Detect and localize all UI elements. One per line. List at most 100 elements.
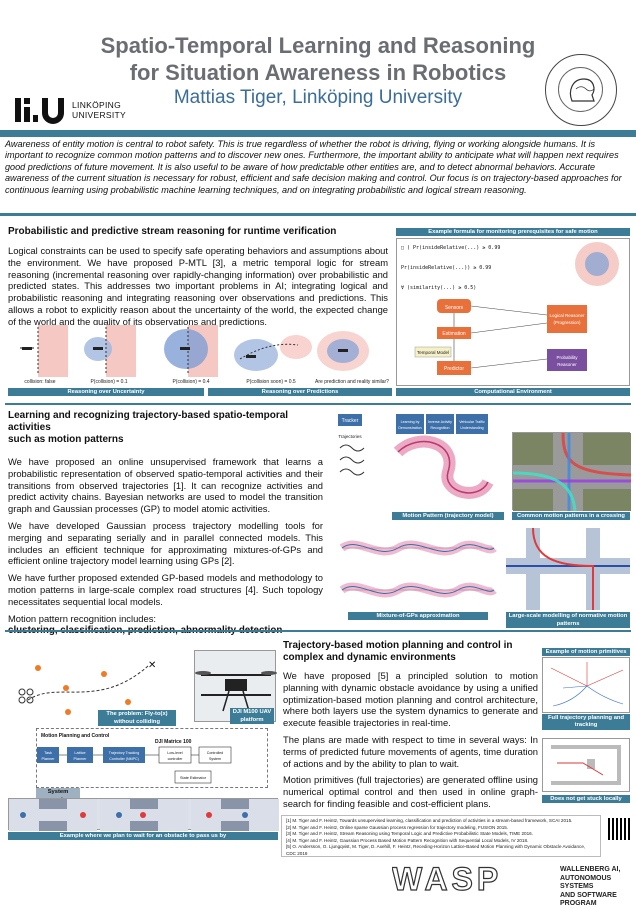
caption-not-stuck: Does not get stuck locally (542, 795, 630, 803)
section2-paragraph-3: We have further proposed extended GP-bas… (8, 572, 323, 607)
section2-paragraph-1: We have proposed an online unsupervised … (8, 456, 323, 515)
svg-text:Probability: Probability (556, 355, 578, 360)
formula-and-computational-figure: □ ( Pr(insideRelative(...) ≥ 0.99 Pr(ins… (396, 238, 630, 386)
section3-paragraph-2: The plans are made with respect to time … (283, 733, 538, 769)
seal-head-icon (569, 78, 595, 102)
svg-text:Demonstration: Demonstration (398, 426, 421, 430)
section-motion-patterns: Learning and recognizing trajectory-base… (8, 410, 323, 643)
section3-title: Trajectory-based motion planning and con… (283, 640, 513, 663)
svg-text:Trajectory Tracking: Trajectory Tracking (109, 751, 139, 755)
svg-text:Low-level: Low-level (167, 751, 182, 755)
svg-text:Learning by: Learning by (401, 420, 420, 424)
label-prediction-reality: Are prediction and reality similar? (315, 379, 389, 385)
svg-text:Controller (NMPC): Controller (NMPC) (109, 757, 139, 761)
title-line-1: Spatio-Temporal Learning and Reasoning (100, 33, 536, 58)
section2-title: Learning and recognizing trajectory-base… (8, 410, 289, 445)
svg-text:Inverse Activity: Inverse Activity (428, 420, 452, 424)
svg-text:Temporal Model: Temporal Model (417, 350, 449, 355)
drone-icon (338, 349, 348, 352)
wasp-program-name: WALLENBERG AI, AUTONOMOUS SYSTEMS AND SO… (560, 866, 621, 907)
svg-text:controller: controller (168, 757, 184, 761)
svg-text:∀ (similarity(...) ≥ 0.5): ∀ (similarity(...) ≥ 0.5) (401, 285, 476, 291)
svg-text:Task: Task (44, 751, 52, 755)
label-p-collision-04: P(collision) = 0.4 (172, 379, 210, 385)
svg-text:Sensors: Sensors (445, 305, 464, 311)
reference-4: [4] M. Tiger and F. Heintz, Gaussian Pro… (286, 837, 529, 843)
title-line-2: for Situation Awareness in Robotics (129, 60, 507, 85)
drone-icon (246, 355, 256, 358)
drone-icon (18, 688, 34, 704)
motion-primitives-figure (542, 657, 630, 713)
motion-pattern-figure: Tracker Trajectories Learning by Demonst… (338, 412, 508, 512)
svg-text:Pr(insideRelative(...)) ≥ 0.99: Pr(insideRelative(...)) ≥ 0.99 (401, 265, 491, 271)
large-scale-road-figure (506, 527, 630, 610)
svg-text:Trajectories: Trajectories (338, 434, 362, 439)
caption-problem: The problem: Fly-to(x) without colliding (98, 710, 176, 726)
svg-text:Motion Planning and Control: Motion Planning and Control (41, 733, 110, 739)
intro-divider-bar (0, 213, 636, 216)
svg-text:(Progression): (Progression) (553, 320, 581, 325)
wasp-logo: WASP (392, 862, 502, 894)
liu-logo-mark (14, 96, 68, 130)
caption-full-trajectory: Full trajectory planning and tracking St… (542, 714, 630, 735)
mixture-gp-figure (338, 524, 498, 612)
section2-paragraph-2: We have developed Gaussian process traje… (8, 519, 323, 567)
liu-logo-text: LINKÖPING UNIVERSITY (72, 100, 127, 120)
svg-text:Predictor: Predictor (444, 366, 464, 372)
caption-large-scale: Large-scale modelling of normative motio… (506, 612, 630, 628)
svg-text:Tracker: Tracker (342, 418, 359, 424)
section2-body: We have proposed an online unsupervised … (8, 456, 323, 637)
caption-motion-primitives: Example of motion primitives (542, 648, 630, 656)
label-collision-false: collision: false (24, 379, 56, 385)
svg-text:WASP: WASP (392, 862, 502, 894)
reference-3: [3] M. Tiger and F. Heintz, Stream Reaso… (286, 831, 533, 837)
node-sensors (437, 299, 471, 313)
svg-text:Lattice: Lattice (74, 751, 85, 755)
label-p-collision-soon: P(collision soon) = 0.5 (246, 379, 296, 385)
section3-paragraph-1: We have proposed [5] a principled soluti… (283, 670, 538, 729)
caption-computational-environment: Computational Environment (396, 388, 630, 396)
crossing-image (512, 432, 632, 512)
caption-reasoning-predictions: Reasoning over Predictions (208, 388, 392, 396)
university-seal (545, 54, 617, 126)
svg-text:Understanding: Understanding (460, 426, 483, 430)
svg-text:Recognition: Recognition (431, 426, 450, 430)
section3-paragraph-3: Motion primitives (full trajectories) ar… (283, 774, 538, 809)
poster-title: Spatio-Temporal Learning and Reasoning f… (40, 32, 596, 86)
reference-5: [5] O. Andersson, O. Ljungqvist, M. Tige… (286, 844, 586, 856)
svg-text:□ ( Pr(insideRelative(...) ≥ 0: □ ( Pr(insideRelative(...) ≥ 0.99 (401, 245, 500, 251)
caption-mixture-gps: Mixture-of-GPs approximation (348, 612, 488, 620)
svg-text:State Estimator: State Estimator (180, 776, 207, 780)
section1-divider (5, 403, 631, 405)
reference-1: [1] M. Tiger and F. Heintz, Towards unsu… (286, 818, 573, 823)
caption-reasoning-uncertainty: Reasoning over Uncertainty (8, 388, 204, 396)
drone-icon (93, 347, 103, 350)
goal-cross-icon: ✕ (148, 660, 156, 671)
caption-motion-pattern: Motion Pattern (trajectory model) (392, 512, 504, 520)
drone-icon (180, 347, 190, 350)
svg-text:Estimation: Estimation (442, 331, 466, 337)
section-motion-planning: Trajectory-based motion planning and con… (283, 640, 538, 815)
qr-code-icon[interactable] (608, 818, 630, 840)
caption-example-formula: Example formula for monitoring prerequis… (396, 228, 630, 236)
caption-crossing: Common motion patterns in a crossing (512, 512, 630, 520)
reference-2: [2] M. Tiger and F. Heintz, Online spars… (286, 824, 509, 830)
svg-text:Logical Reasoner: Logical Reasoner (549, 313, 585, 318)
stuck-figure (542, 738, 630, 792)
svg-text:System: System (209, 757, 221, 761)
svg-text:Reasoner: Reasoner (557, 362, 577, 367)
formula-diagram: □ ( Pr(insideRelative(...) ≥ 0.99 Pr(ins… (401, 242, 619, 375)
svg-text:DJI Matrice 100: DJI Matrice 100 (155, 739, 192, 745)
section3-body: We have proposed [5] a principled soluti… (283, 670, 538, 810)
svg-text:Planner: Planner (73, 757, 87, 761)
svg-text:Vehicular Traffic: Vehicular Traffic (459, 420, 485, 424)
wait-example-figure (8, 798, 279, 831)
svg-text:Planner: Planner (41, 757, 55, 761)
system-architecture-diagram: Motion Planning and Control DJI Matrice … (36, 728, 268, 788)
poster-header: Spatio-Temporal Learning and Reasoning f… (0, 0, 636, 128)
section2-paragraph-4: Motion pattern recognition includes: (8, 612, 157, 624)
references-list: [1] M. Tiger and F. Heintz, Towards unsu… (281, 815, 601, 857)
section1-title: Probabilistic and predictive stream reas… (8, 226, 337, 237)
author-line: Mattias Tiger, Linköping University (173, 87, 463, 108)
section1-uncertainty-figures (8, 325, 369, 377)
